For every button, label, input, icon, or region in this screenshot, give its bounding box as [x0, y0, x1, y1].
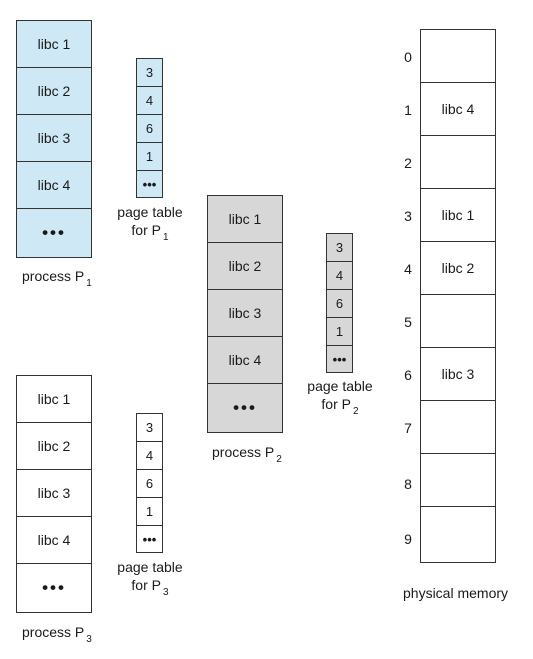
process-p3-page-2: libc 3 — [17, 470, 91, 517]
process-p2-page-0: libc 1 — [208, 196, 282, 243]
process-p1-page-3: libc 4 — [17, 162, 91, 209]
process-p3-caption-subscript: 3 — [86, 634, 92, 645]
page-table-p2-ellipsis: ••• — [332, 351, 347, 367]
physical-memory: libc 4 libc 1 libc 2 libc 3 — [420, 29, 496, 563]
page-table-p3-entry-1: 4 — [137, 442, 162, 470]
page-table-p1-entry-0: 3 — [137, 59, 162, 87]
page-table-p1: 3 4 6 1 ••• — [136, 58, 163, 198]
frame-index-4: 4 — [404, 261, 412, 277]
process-p2-page-3: libc 4 — [208, 337, 282, 384]
frame-index-2: 2 — [404, 155, 412, 171]
page-table-p3-entry-3: 1 — [137, 498, 162, 526]
process-p2-page-1: libc 2 — [208, 243, 282, 290]
frame-index-6: 6 — [404, 367, 412, 383]
frame-index-1: 1 — [404, 102, 412, 118]
process-p2-caption-text: process P — [212, 444, 275, 460]
frame-index-5: 5 — [404, 314, 412, 330]
frame-6: libc 3 — [421, 348, 495, 401]
page-table-p1-entry-1: 4 — [137, 87, 162, 115]
frame-2 — [421, 136, 495, 189]
page-table-p2-entry-0: 3 — [327, 234, 352, 262]
physical-memory-caption: physical memory — [403, 585, 509, 601]
page-table-p3-ellipsis: ••• — [142, 531, 157, 547]
process-p3-memory: libc 1 libc 2 libc 3 libc 4 ••• — [16, 375, 92, 613]
frame-4: libc 2 — [421, 242, 495, 295]
process-p1-memory: libc 1 libc 2 libc 3 libc 4 ••• — [16, 20, 92, 258]
process-p2-memory: libc 1 libc 2 libc 3 libc 4 ••• — [207, 195, 283, 433]
frame-9 — [421, 507, 495, 562]
page-table-p2-caption-line1: page table — [307, 378, 373, 394]
page-table-p3-entry-2: 6 — [137, 470, 162, 498]
process-p3-ellipsis: ••• — [42, 578, 66, 597]
page-table-p3: 3 4 6 1 ••• — [136, 413, 163, 553]
page-table-p3-entry-0: 3 — [137, 414, 162, 442]
page-table-p1-ellipsis: ••• — [142, 176, 157, 192]
process-p3-page-1: libc 2 — [17, 423, 91, 470]
frame-index-3: 3 — [404, 208, 412, 224]
process-p3-caption-text: process P — [22, 624, 85, 640]
process-p2-caption-subscript: 2 — [276, 454, 282, 465]
process-p1-caption-text: process P — [22, 268, 85, 284]
frame-index-9: 9 — [404, 531, 412, 547]
page-table-p2-entry-1: 4 — [327, 262, 352, 290]
process-p1-page-1: libc 2 — [17, 68, 91, 115]
page-table-p2-entry-3: 1 — [327, 318, 352, 346]
frame-5 — [421, 295, 495, 348]
page-table-p1-caption-line1: page table — [117, 204, 183, 220]
page-table-p3-caption-line1: page table — [117, 559, 183, 575]
process-p3-page-0: libc 1 — [17, 376, 91, 423]
frame-index-0: 0 — [404, 49, 412, 65]
page-table-p2-entry-2: 6 — [327, 290, 352, 318]
frame-7 — [421, 401, 495, 454]
page-table-p1-entry-2: 6 — [137, 115, 162, 143]
process-p1-page-0: libc 1 — [17, 21, 91, 68]
process-p3-page-3: libc 4 — [17, 517, 91, 564]
frame-0 — [421, 30, 495, 83]
frame-index-8: 8 — [404, 476, 412, 492]
frame-8 — [421, 454, 495, 507]
process-p2-ellipsis: ••• — [233, 398, 257, 417]
frame-1: libc 4 — [421, 83, 495, 136]
process-p1-caption-subscript: 1 — [86, 278, 92, 289]
process-p2-page-2: libc 3 — [208, 290, 282, 337]
page-table-p1-entry-3: 1 — [137, 143, 162, 171]
process-p1-ellipsis: ••• — [42, 223, 66, 242]
process-p1-page-2: libc 3 — [17, 115, 91, 162]
frame-index-7: 7 — [404, 420, 412, 436]
page-table-p2: 3 4 6 1 ••• — [326, 233, 353, 373]
frame-3: libc 1 — [421, 189, 495, 242]
